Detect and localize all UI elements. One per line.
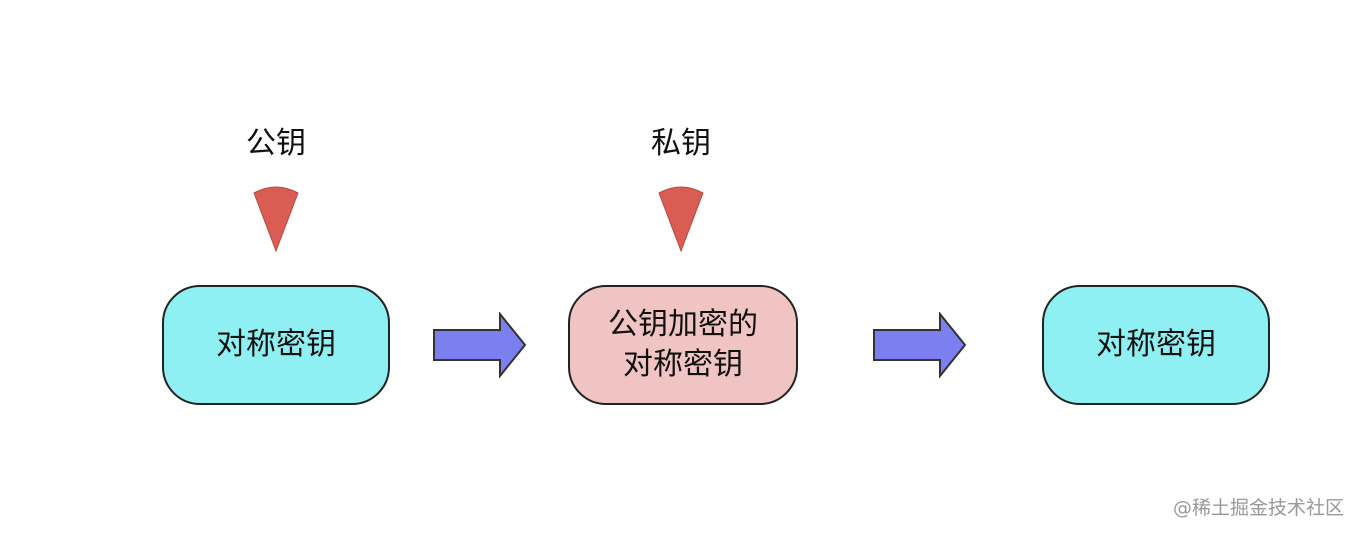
watermark: @稀土掘金技术社区 <box>1172 497 1344 519</box>
public-key-icon <box>253 186 299 253</box>
symmetric-key-left-text: 对称密钥 <box>216 327 336 362</box>
encrypted-box-line2: 对称密钥 <box>623 347 743 382</box>
private-key-label: 私钥 <box>651 126 711 161</box>
symmetric-key-box-left: 对称密钥 <box>162 285 390 405</box>
public-key-label: 公钥 <box>246 126 306 161</box>
arrow-right-icon-1 <box>433 312 527 378</box>
symmetric-key-box-right: 对称密钥 <box>1042 285 1270 405</box>
private-key-icon <box>658 186 704 253</box>
arrow-right-icon-2 <box>873 312 967 378</box>
encrypted-box-line1: 公钥加密的 <box>608 307 758 342</box>
encrypted-symmetric-key-box: 公钥加密的 对称密钥 <box>568 285 798 405</box>
symmetric-key-right-text: 对称密钥 <box>1096 327 1216 362</box>
